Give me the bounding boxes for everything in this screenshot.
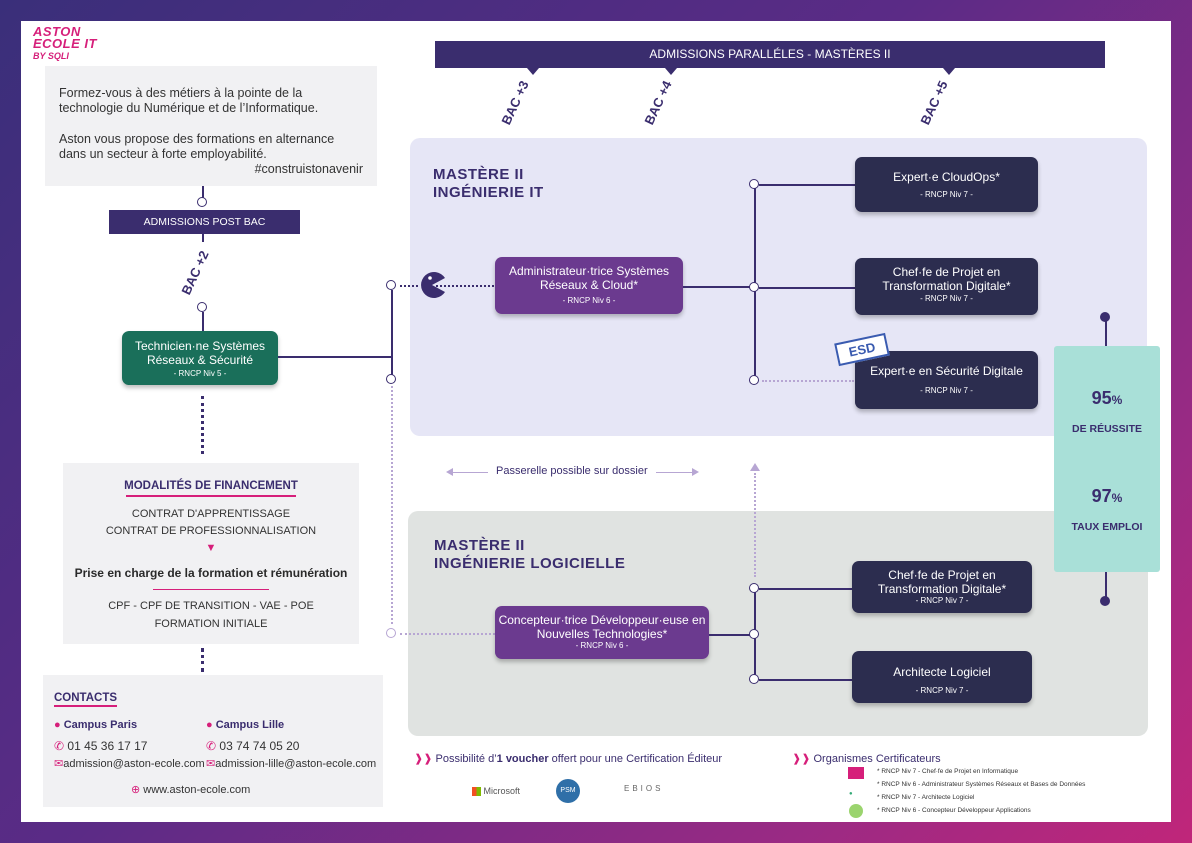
campus-paris: Campus Paris [63, 719, 138, 731]
ipi-logo [848, 767, 864, 779]
stat-emploi-label: TAUX EMPLOI [1071, 521, 1143, 533]
chef-projet-log-title: Chef·fe de Projet en Transformation Digi… [877, 568, 1007, 596]
certif-item-4: * RNCP Niv 6 - Concepteur Développeur Ap… [877, 807, 1031, 814]
concepteur-rncp: - RNCP Niv 6 - [575, 641, 629, 650]
mail-icon: ✉ [206, 758, 216, 770]
tel-paris[interactable]: 01 45 36 17 17 [67, 739, 148, 753]
passerelle-label: Passerelle possible sur dossier [488, 465, 656, 477]
mail-paris[interactable]: admission@aston-ecole.com [63, 758, 205, 770]
pacman-icon [418, 271, 446, 299]
architecte-rncp: - RNCP Niv 7 - [915, 686, 969, 695]
intro-box: Formez-vous à des métiers à la pointe de… [45, 66, 377, 186]
stat-emploi: 97% [1091, 486, 1123, 506]
admissions-post-bac: ADMISSIONS POST BAC [109, 210, 300, 234]
chef-projet-it-box[interactable]: Chef·fe de Projet en Transformation Digi… [855, 258, 1038, 315]
administrateur-rncp: - RNCP Niv 6 - [562, 296, 616, 305]
cloudops-box[interactable]: Expert·e CloudOps* - RNCP Niv 7 - [855, 157, 1038, 212]
organismes-title: ❱❱ Organismes Certificateurs [792, 753, 941, 765]
architecte-title: Architecte Logiciel [893, 665, 991, 679]
phone-icon: ✆ [54, 739, 65, 753]
cloudops-rncp: - RNCP Niv 7 - [920, 190, 973, 199]
globe-icon: ⊕ [131, 784, 141, 796]
arrow-down-icon: ▼ [205, 542, 217, 554]
location-pin-icon: ● [54, 719, 61, 731]
certif-item-2: * RNCP Niv 6 - Administrateur Systèmes R… [877, 781, 1086, 788]
technicien-box[interactable]: Technicien·ne Systèmes Réseaux & Sécurit… [122, 331, 278, 385]
securite-rncp: - RNCP Niv 7 - [920, 386, 973, 395]
stat-reussite: 95% [1091, 388, 1123, 408]
formation-initiale: FORMATION INITIALE [154, 618, 268, 630]
securite-box[interactable]: Expert·e en Sécurité Digitale - RNCP Niv… [855, 351, 1038, 409]
admissions-paralleles: ADMISSIONS PARALLÉLES - MASTÈRES II [435, 41, 1105, 68]
chef-projet-it-title: Chef·fe de Projet en Transformation Digi… [882, 265, 1011, 293]
chevrons-icon: ❱❱ [792, 753, 811, 765]
chef-projet-it-rncp: - RNCP Niv 7 - [920, 294, 973, 303]
technicien-title: Technicien·ne Systèmes Réseaux & Sécurit… [134, 339, 266, 367]
certif-logo [849, 804, 863, 818]
concepteur-box[interactable]: Concepteur·trice Développeur·euse en Nou… [495, 606, 709, 659]
chef-projet-log-rncp: - RNCP Niv 7 - [915, 596, 969, 605]
hashtag: #construistonavenir [254, 162, 363, 176]
certif-item-1: * RNCP Niv 7 - Chef·fe de Projet en Info… [877, 768, 1019, 775]
intro-text-2: Aston vous propose des formations en alt… [59, 132, 335, 161]
prise-en-charge: Prise en charge de la formation et rémun… [74, 566, 348, 580]
cpf-options: CPF - CPF DE TRANSITION - VAE - POE [108, 600, 314, 612]
architecte-box[interactable]: Architecte Logiciel - RNCP Niv 7 - [852, 651, 1032, 703]
website-link[interactable]: www.aston-ecole.com [143, 784, 251, 796]
intro-text-1: Formez-vous à des métiers à la pointe de… [59, 86, 319, 115]
phone-icon: ✆ [206, 739, 217, 753]
technicien-rncp: - RNCP Niv 5 - [173, 369, 227, 378]
financement-title: MODALITÉS DE FINANCEMENT [124, 480, 298, 492]
afcepf-logo: ● [849, 791, 853, 797]
chevrons-icon: ❱❱ [414, 753, 433, 765]
concepteur-title: Concepteur·trice Développeur·euse en Nou… [498, 613, 706, 641]
financement-box: MODALITÉS DE FINANCEMENT CONTRAT D'APPRE… [63, 463, 359, 644]
psm-logo: PSM [556, 779, 580, 803]
contacts-box: CONTACTS ● Campus Paris ● Campus Lille ✆… [43, 675, 383, 807]
cloudops-title: Expert·e CloudOps* [893, 170, 1000, 184]
mail-icon: ✉ [54, 758, 64, 770]
stat-reussite-label: DE RÉUSSITE [1071, 423, 1142, 435]
tel-lille[interactable]: 03 74 74 05 20 [219, 739, 300, 753]
contrat-apprentissage: CONTRAT D'APPRENTISSAGE [131, 508, 291, 520]
ebios-logo: EBIOS [624, 784, 664, 793]
certif-item-3: * RNCP Niv 7 - Architecte Logiciel [877, 794, 975, 801]
administrateur-title: Administrateur·trice Systèmes Réseaux & … [508, 264, 670, 292]
stats-box: 95% DE RÉUSSITE 97% TAUX EMPLOI [1054, 346, 1160, 572]
contrat-professionnalisation: CONTRAT DE PROFESSIONNALISATION [105, 525, 317, 537]
mail-lille[interactable]: admission-lille@aston-ecole.com [215, 758, 377, 770]
voucher-line: ❱❱ Possibilité d’1 voucher offert pour u… [414, 753, 723, 765]
administrateur-box[interactable]: Administrateur·trice Systèmes Réseaux & … [495, 257, 683, 314]
aston-logo: ASTON ECOLE IT BY SQLI [33, 24, 97, 61]
microsoft-logo: Microsoft [472, 786, 520, 797]
campus-lille: Campus Lille [215, 719, 285, 731]
securite-title: Expert·e en Sécurité Digitale [870, 364, 1023, 378]
location-pin-icon: ● [206, 719, 213, 731]
chef-projet-log-box[interactable]: Chef·fe de Projet en Transformation Digi… [852, 561, 1032, 613]
contacts-title: CONTACTS [54, 692, 118, 707]
